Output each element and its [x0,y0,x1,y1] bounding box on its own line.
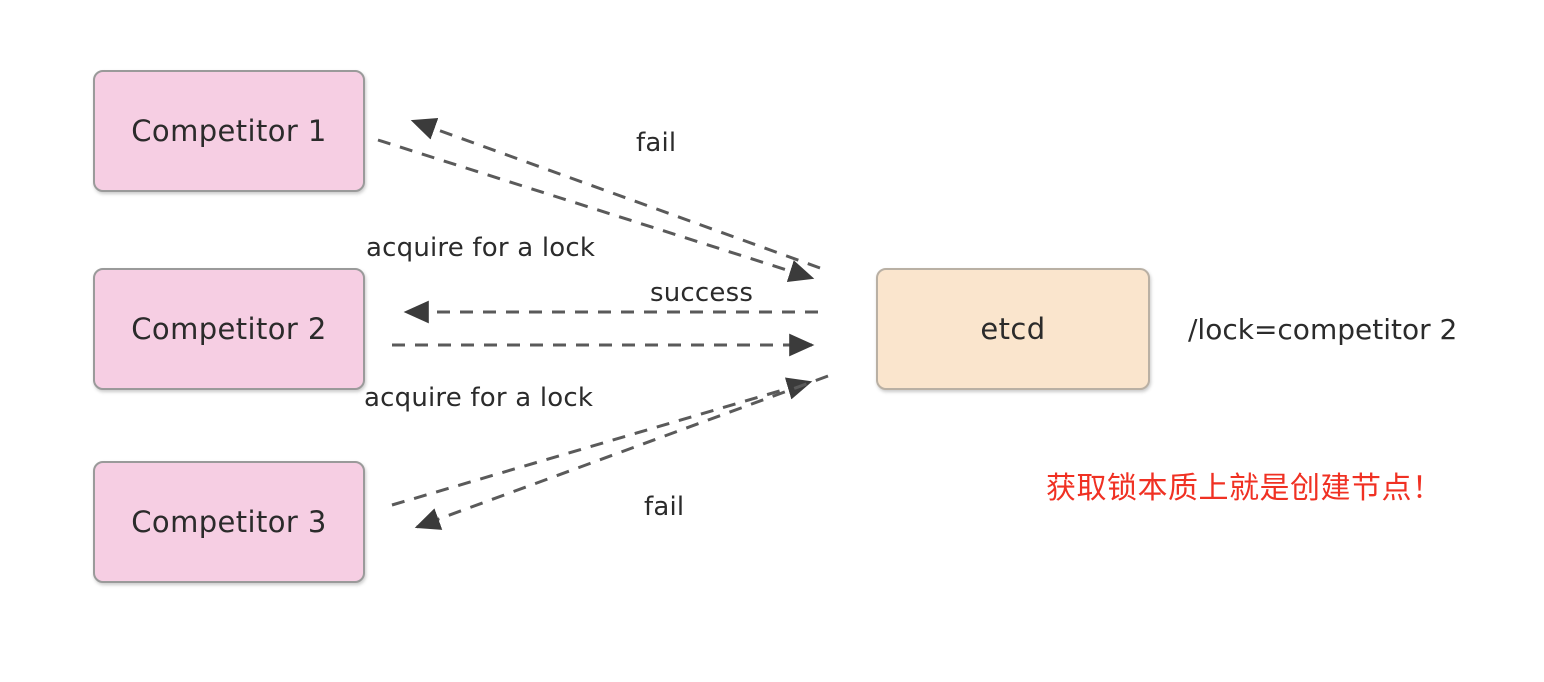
edge-c1-response [410,118,821,270]
edge-label-fail-top: fail [636,128,677,158]
node-competitor-3[interactable]: Competitor 3 [93,461,365,583]
edge-label-success: success [650,278,754,308]
edge-label-acquire-bottom: acquire for a lock [364,383,594,413]
lock-key-annotation: /lock=competitor 2 [1188,313,1458,346]
callout-annotation: 获取锁本质上就是创建节点！ [1046,471,1443,506]
node-etcd-label: etcd [980,312,1046,346]
node-competitor-2[interactable]: Competitor 2 [93,268,365,390]
edge-c3-response [414,374,829,530]
node-etcd[interactable]: etcd [876,268,1150,390]
edge-c1-request [377,138,815,282]
edge-label-acquire-top: acquire for a lock [366,233,596,263]
node-competitor-2-label: Competitor 2 [131,312,327,346]
node-competitor-1-label: Competitor 1 [131,114,327,148]
node-competitor-1[interactable]: Competitor 1 [93,70,365,192]
edge-c3-request [391,377,813,507]
node-competitor-3-label: Competitor 3 [131,505,327,539]
edge-label-fail-bottom: fail [644,492,685,522]
